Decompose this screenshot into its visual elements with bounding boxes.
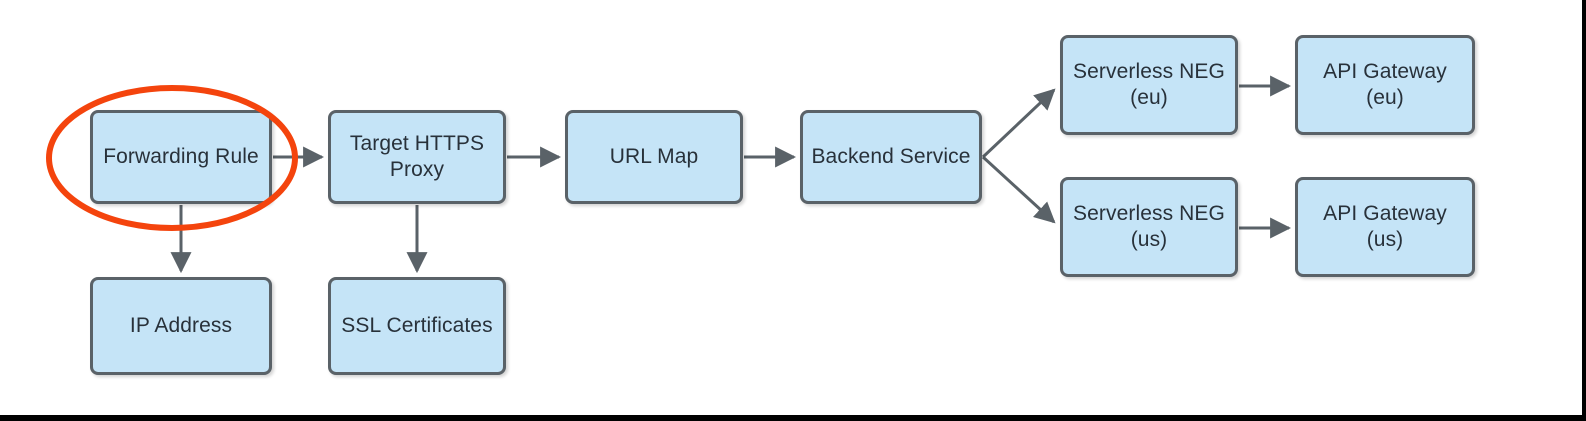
node-ip-address[interactable]: IP Address bbox=[90, 277, 272, 375]
node-url-map[interactable]: URL Map bbox=[565, 110, 743, 204]
node-serverless-neg-us[interactable]: Serverless NEG (us) bbox=[1060, 177, 1238, 277]
node-api-gateway-eu[interactable]: API Gateway (eu) bbox=[1295, 35, 1475, 135]
edge-backend-service-to-serverless-neg-us bbox=[981, 155, 1056, 224]
node-serverless-neg-eu[interactable]: Serverless NEG (eu) bbox=[1060, 35, 1238, 135]
node-target-https-proxy[interactable]: Target HTTPS Proxy bbox=[328, 110, 506, 204]
node-backend-service[interactable]: Backend Service bbox=[800, 110, 982, 204]
node-ssl-certificates[interactable]: SSL Certificates bbox=[328, 277, 506, 375]
node-api-gateway-us[interactable]: API Gateway (us) bbox=[1295, 177, 1475, 277]
node-forwarding-rule[interactable]: Forwarding Rule bbox=[90, 110, 272, 204]
edge-backend-service-to-serverless-neg-eu bbox=[981, 88, 1056, 159]
